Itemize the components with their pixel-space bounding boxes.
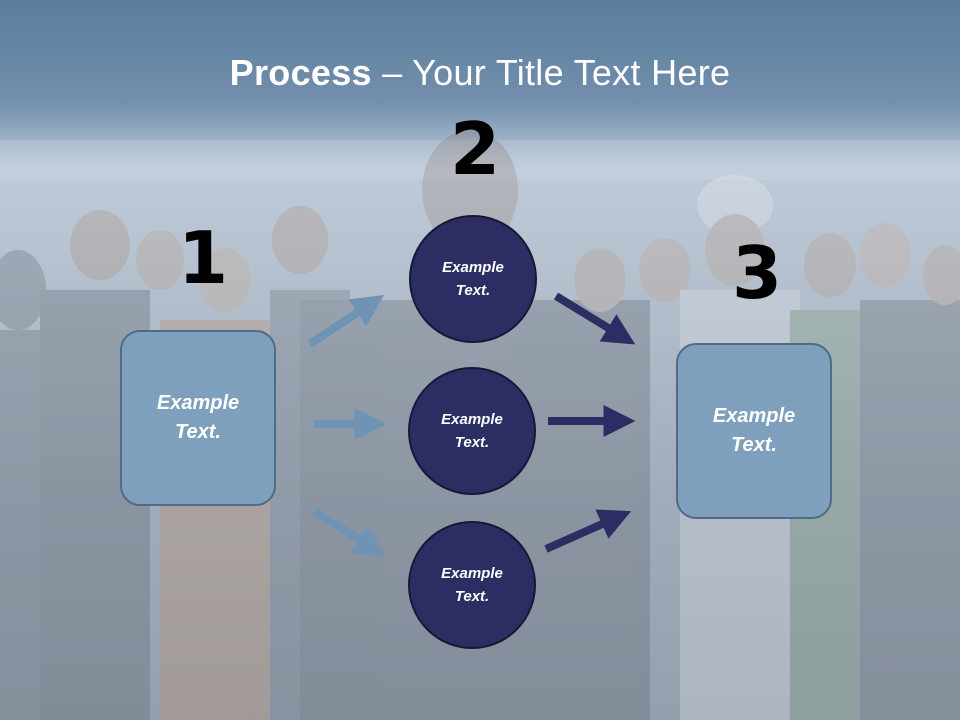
step-number-3: 3: [732, 231, 783, 315]
right-box-line1: Example: [712, 405, 796, 427]
circle-middle-line1: Example: [441, 411, 503, 428]
arrow-top-to-right: [553, 292, 636, 345]
slide-title: Process – Your Title Text Here: [0, 52, 960, 94]
step-number-1: 1: [178, 216, 229, 300]
circle-bottom-line1: Example: [441, 565, 503, 582]
circle-top-line2: Text.: [455, 282, 491, 299]
step-number-2: 2: [450, 107, 501, 191]
circle-top-line1: Example: [442, 259, 504, 276]
circle-middle-line2: Text.: [454, 434, 490, 451]
circle-bottom-line2: Text.: [454, 588, 490, 605]
arrow-bottom-to-right: [544, 509, 632, 553]
left-box-line1: Example: [156, 392, 240, 414]
title-rest: – Your Title Text Here: [371, 52, 731, 93]
title-bold: Process: [229, 52, 372, 93]
left-box-line2: Text.: [175, 421, 221, 443]
arrow-left-to-top: [307, 295, 385, 348]
arrow-left-to-bottom: [311, 507, 387, 557]
right-box-line2: Text.: [731, 434, 777, 456]
